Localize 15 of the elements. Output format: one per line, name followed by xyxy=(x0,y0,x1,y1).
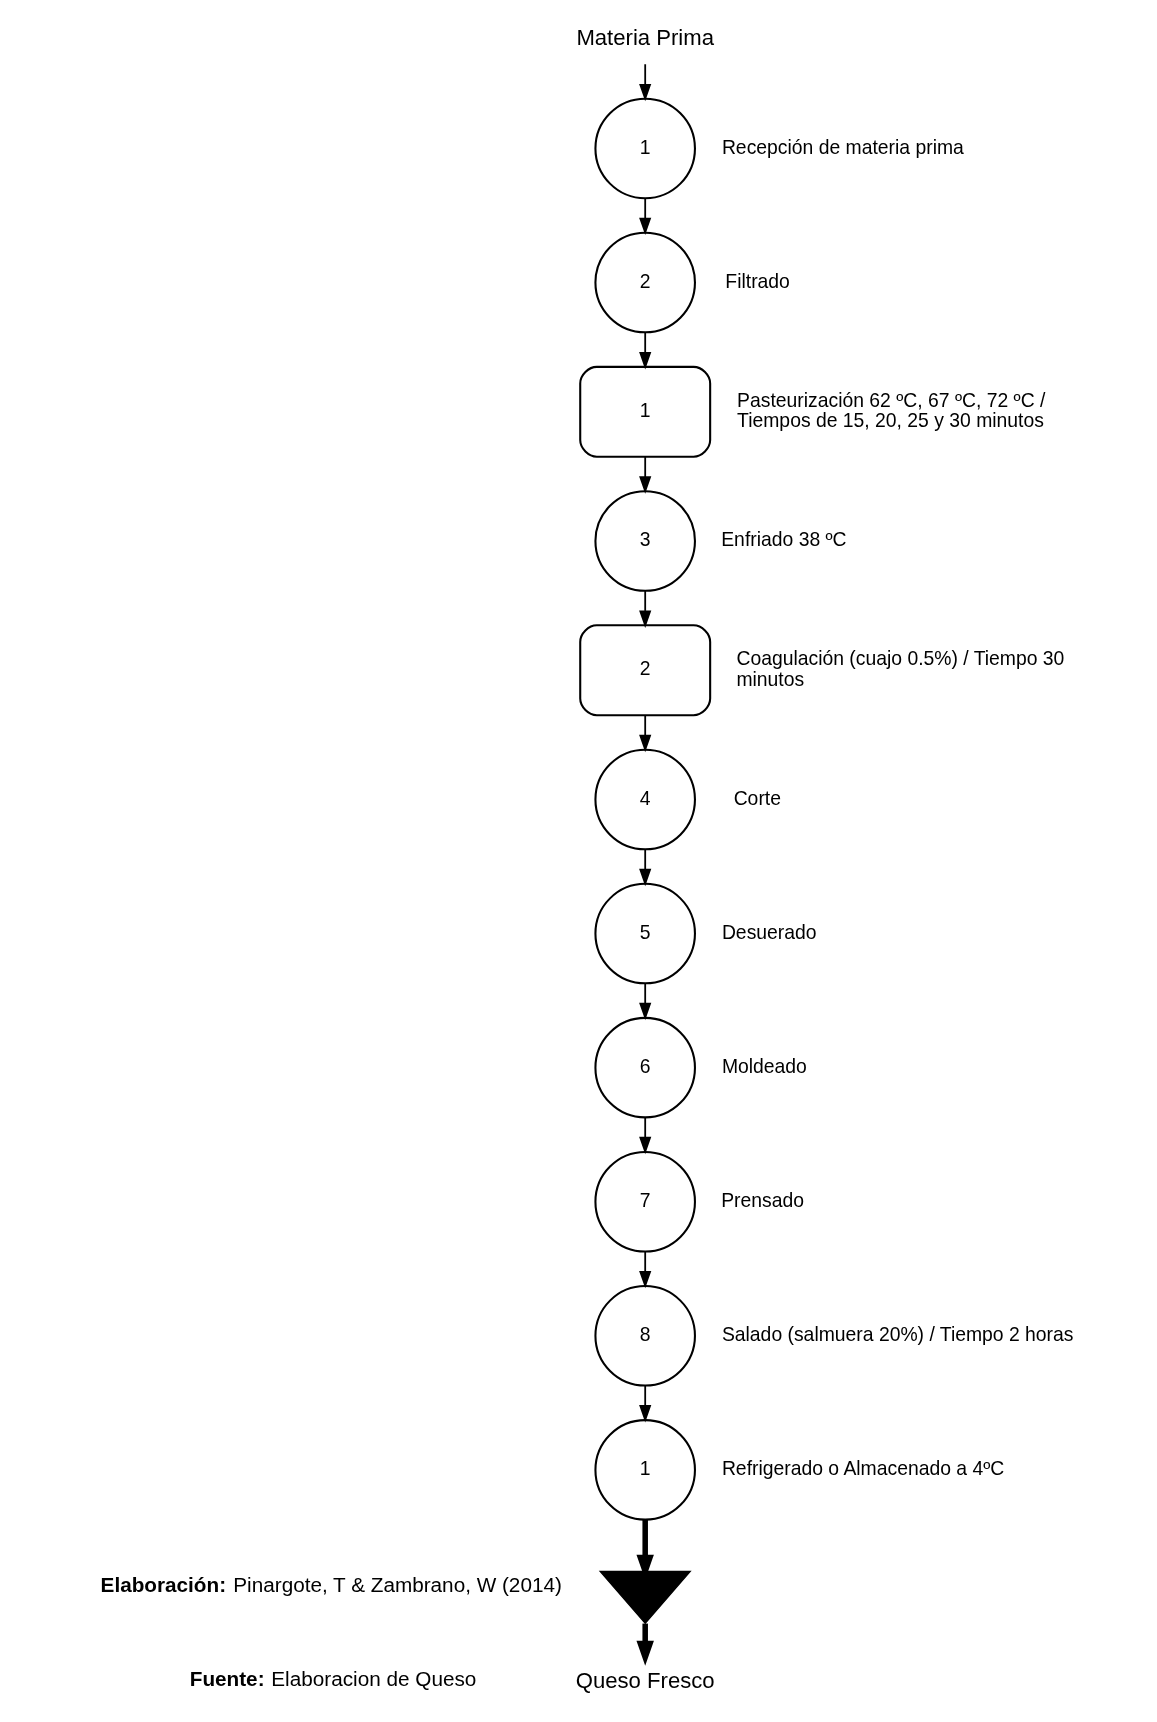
node-label: Filtrado xyxy=(725,269,790,292)
node-label: Recepción de materia prima xyxy=(721,135,964,158)
node-label: Coagulación (cuajo 0.5%) / Tiempo 30 minutos xyxy=(736,647,1065,690)
label: Elaboración: Pinargote, T & Zambrano, W (2014) xyxy=(100,1573,562,1597)
node-text: Materia Prima xyxy=(576,24,714,50)
node-label: Corte xyxy=(733,786,781,809)
node-label: Moldeado xyxy=(721,1054,807,1077)
node-label: Refrigerado o Almacenado a 4ºC xyxy=(721,1457,1005,1479)
node-label: Desuerado xyxy=(721,920,817,943)
node-label: Enfriado 38 ºC xyxy=(721,528,847,551)
label: Fuente: Elaboracion de Queso xyxy=(189,1667,477,1691)
node-text: Queso Fresco xyxy=(575,1668,715,1693)
node-label: Pasteurización 62 ºC, 67 ºC, 72 ºC / Tiempos de 15, 20, 25 y 30 minutos xyxy=(737,388,1046,432)
node-label: Salado (salmuera 20%) / Tiempo 2 horas xyxy=(721,1322,1074,1345)
node-label: Prensado xyxy=(721,1188,805,1211)
